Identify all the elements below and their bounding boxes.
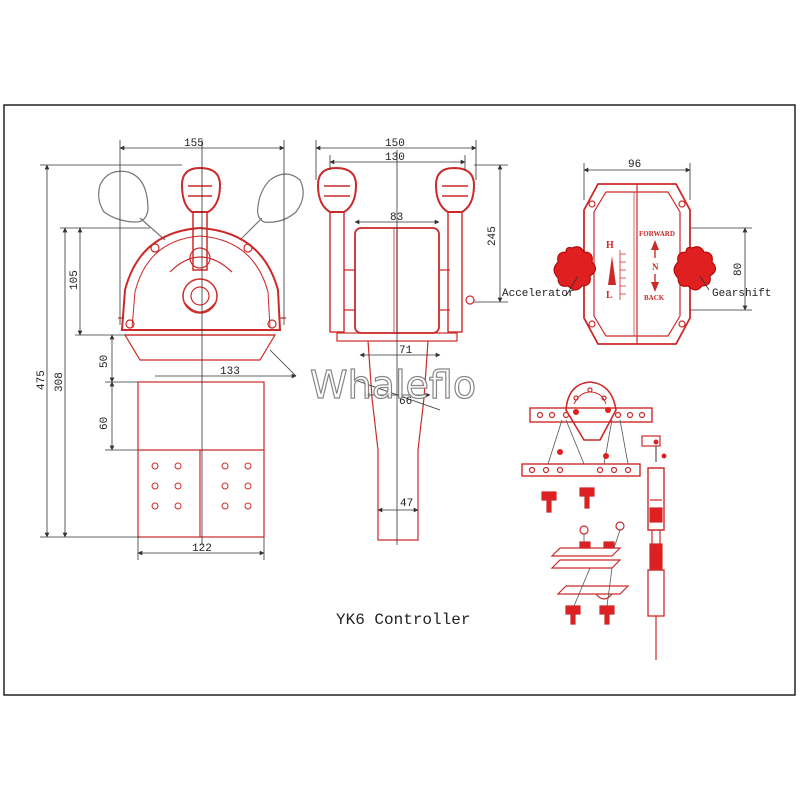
accelerator-knob: [553, 246, 596, 291]
top-plate: [583, 183, 691, 345]
gearshift-knob: [673, 246, 716, 291]
dim-71: 71: [399, 345, 413, 357]
neutral-label: N: [652, 262, 659, 272]
side-left-knob: [316, 166, 358, 213]
accelerator-label: Accelerator: [502, 288, 575, 300]
front-view: [98, 166, 304, 538]
top-labels: 96 80 Accelerator Gearshift H L FORWARD …: [502, 159, 771, 302]
dim-50: 50: [99, 355, 111, 368]
dim-245: 245: [487, 226, 499, 246]
dim-308: 308: [54, 372, 66, 392]
top-view: [583, 183, 691, 345]
center-handle-knob: [180, 166, 222, 213]
dim-155: 155: [184, 138, 204, 150]
dim-105: 105: [69, 270, 81, 290]
dim-83: 83: [390, 212, 403, 224]
scale-h-label: H: [606, 240, 614, 251]
gearshift-label: Gearshift: [712, 288, 771, 300]
top-dimensions: [565, 163, 752, 311]
dim-122: 122: [192, 543, 212, 555]
dim-133: 133: [220, 366, 240, 378]
sheet-border: [3, 104, 796, 696]
dim-47: 47: [400, 498, 413, 510]
watermark: Whaleflo: [310, 363, 476, 407]
dim-96: 96: [628, 159, 641, 171]
front-neck: [123, 334, 277, 361]
back-label: BACK: [644, 294, 665, 302]
housing-dome: [120, 226, 282, 331]
side-neck: [367, 340, 429, 541]
arc-bracket: [565, 381, 617, 441]
dim-80: 80: [733, 263, 745, 276]
base-holes: [151, 462, 252, 510]
dim-60: 60: [99, 417, 111, 430]
caption: YK6 Controller: [336, 611, 470, 629]
dim-130: 130: [385, 152, 405, 164]
dim-475: 475: [36, 370, 48, 390]
exploded-view: [521, 381, 665, 660]
dim-150: 150: [385, 138, 405, 150]
front-base: [137, 381, 265, 538]
front-dimension-labels: 155 475 308 105 50 60 133 122: [36, 138, 240, 555]
upper-bar: [529, 407, 653, 423]
lower-bar: [521, 463, 641, 477]
forward-label: FORWARD: [639, 230, 675, 238]
left-handle: [98, 170, 149, 223]
right-handle: [257, 173, 304, 223]
scale-l-label: L: [606, 290, 613, 301]
side-right-knob: [434, 166, 476, 213]
exploded-fasteners: [557, 407, 667, 459]
side-dimensions: [315, 140, 508, 513]
dim-66: 66: [399, 396, 412, 408]
push-pull-cable: [647, 467, 665, 531]
side-dimension-labels: 150 130 83 245 71 66 47: [385, 138, 499, 510]
front-dimensions: [40, 140, 297, 560]
